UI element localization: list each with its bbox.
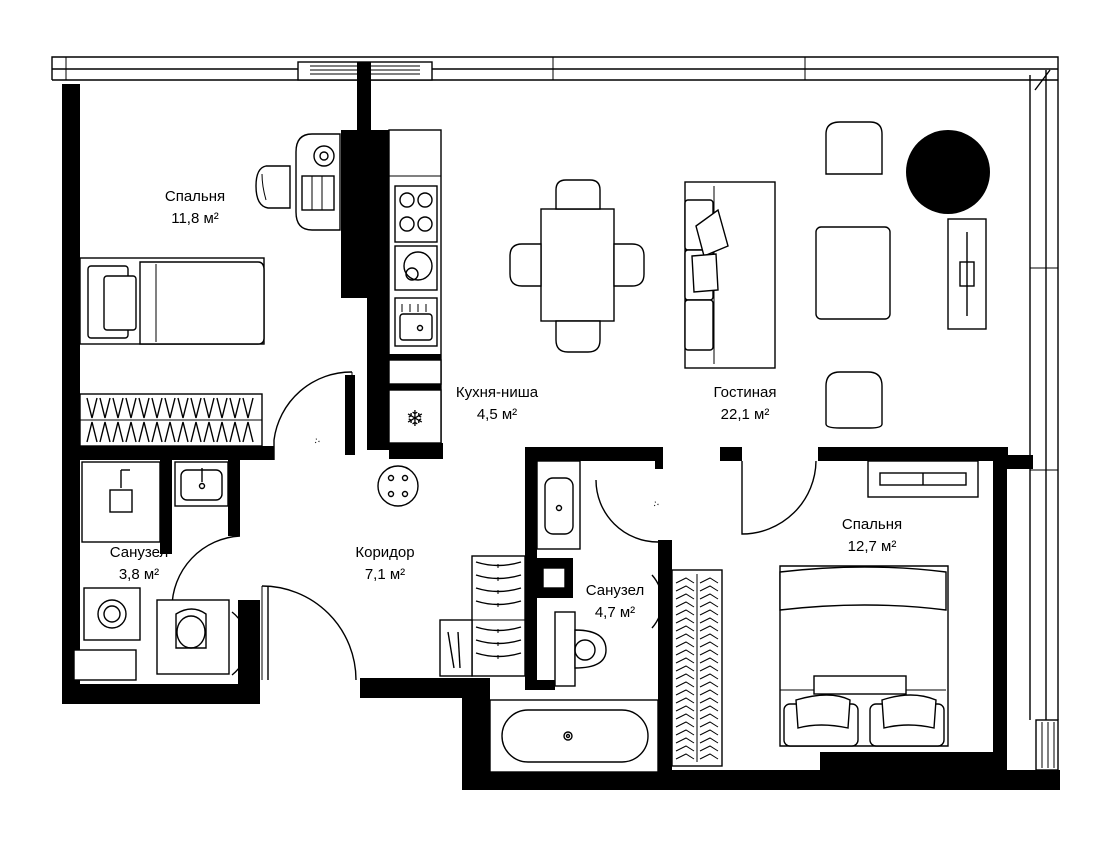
room-label-kitchen: Кухня-ниша 4,5 м²: [440, 382, 554, 426]
bed-single: [79, 257, 265, 345]
room-name: Санузел: [109, 544, 169, 561]
room-area: 3,8 м²: [118, 566, 160, 583]
room-area: 22,1 м²: [720, 406, 770, 423]
bath2-fixtures: [489, 460, 659, 773]
room-label-bedroom-1: Спальня 11,8 м²: [140, 186, 250, 230]
room-name: Спальня: [841, 516, 903, 533]
room-name: Спальня: [164, 188, 226, 205]
room-name: Санузел: [585, 582, 645, 599]
room-area: 12,7 м²: [847, 538, 897, 555]
snowflake-icon: ❄: [406, 407, 424, 432]
room-label-bath-2: Санузел 4,7 м²: [560, 580, 670, 624]
wardrobe-bedroom1: [79, 393, 263, 447]
room-name: Коридор: [355, 544, 415, 561]
room-name: Кухня-ниша: [455, 384, 539, 401]
room-label-bedroom-2: Спальня 12,7 м²: [814, 514, 930, 558]
room-area: 4,7 м²: [594, 604, 636, 621]
doors: [171, 371, 817, 681]
bed-double: [779, 460, 979, 747]
exterior-frame: [51, 56, 1059, 720]
desk-chair: [255, 133, 341, 231]
room-area: 11,8 м²: [171, 210, 219, 227]
room-label-bath-1: Санузел 3,8 м²: [84, 542, 194, 586]
walls: [62, 62, 1060, 790]
room-area: 7,1 м²: [364, 566, 406, 583]
room-label-living: Гостиная 22,1 м²: [690, 382, 800, 426]
room-label-corridor: Коридор 7,1 м²: [330, 542, 440, 586]
dining-set: [509, 179, 645, 353]
armchairs-table: [815, 121, 990, 429]
bedroom2-wardrobe: [671, 569, 723, 767]
bath1-fixtures: [81, 461, 230, 675]
corridor-wardrobe: [439, 555, 526, 677]
kitchen-unit: [383, 129, 442, 445]
room-name: Гостиная: [713, 384, 777, 401]
stool-table: [377, 465, 419, 507]
window-right-bottom: [1035, 719, 1059, 771]
sofa: [684, 181, 776, 369]
room-area: 4,5 м²: [476, 406, 518, 423]
